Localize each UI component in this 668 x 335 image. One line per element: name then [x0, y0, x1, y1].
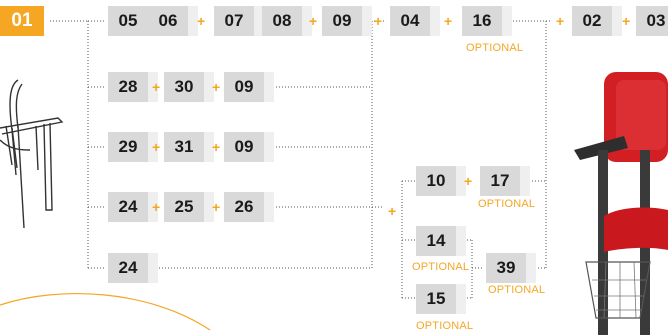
part-box: 10	[416, 166, 466, 196]
part-box: 29	[108, 132, 158, 162]
part-box: 17	[480, 166, 530, 196]
part-box: 09	[322, 6, 372, 36]
part-box: 30	[164, 72, 214, 102]
plus-sign: +	[374, 13, 383, 29]
part-box: 07	[214, 6, 264, 36]
optional-label: OPTIONAL	[466, 42, 524, 54]
chair-frame-sketch-icon	[0, 79, 64, 229]
decorative-arc	[0, 292, 211, 331]
step-number-badge: 01	[0, 6, 44, 36]
part-box: 24	[108, 253, 158, 283]
plus-sign: +	[464, 173, 473, 189]
plus-sign: +	[556, 13, 565, 29]
plus-sign: +	[212, 79, 221, 95]
plus-sign: +	[444, 13, 453, 29]
plus-sign: +	[197, 13, 206, 29]
plus-sign: +	[152, 79, 161, 95]
optional-label: OPTIONAL	[478, 198, 536, 210]
plus-sign: +	[152, 199, 161, 215]
part-box: 14	[416, 226, 466, 256]
optional-label: OPTIONAL	[416, 320, 474, 332]
plus-sign: +	[212, 139, 221, 155]
part-box: 26	[224, 192, 274, 222]
part-box: 31	[164, 132, 214, 162]
plus-sign: +	[152, 139, 161, 155]
plus-sign: +	[622, 13, 631, 29]
optional-label: OPTIONAL	[488, 284, 546, 296]
part-box: 05	[108, 6, 158, 36]
part-box: 04	[390, 6, 440, 36]
part-box: 24	[108, 192, 158, 222]
part-box: 39	[486, 253, 536, 283]
part-box: 02	[572, 6, 622, 36]
plus-sign: +	[309, 13, 318, 29]
part-box: 25	[164, 192, 214, 222]
part-box: 09	[224, 72, 274, 102]
part-box: 06	[148, 6, 198, 36]
part-box: 08	[262, 6, 312, 36]
part-box: 09	[224, 132, 274, 162]
plus-sign: +	[212, 199, 221, 215]
optional-label: OPTIONAL	[412, 261, 470, 273]
part-box: 03	[636, 6, 668, 36]
part-box: 16	[462, 6, 512, 36]
part-box: 15	[416, 284, 466, 314]
part-box: 28	[108, 72, 158, 102]
plus-sign: +	[388, 203, 397, 219]
